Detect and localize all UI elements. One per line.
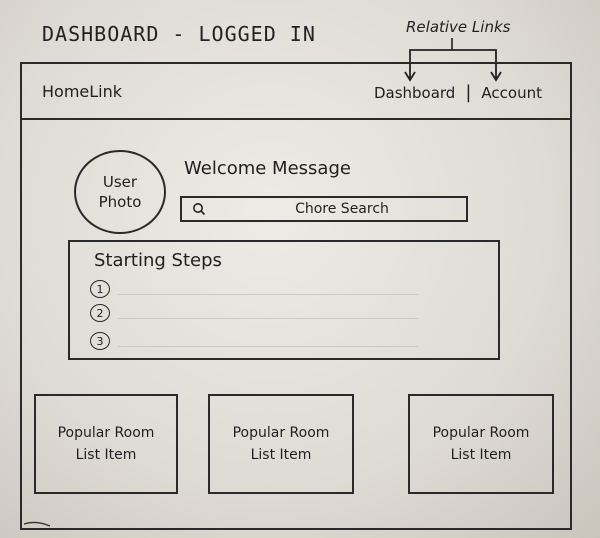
popular-room-card[interactable]: Popular Room List Item	[34, 394, 178, 494]
popular-room-card[interactable]: Popular Room List Item	[208, 394, 354, 494]
pen-stroke	[24, 521, 50, 527]
brand-logo[interactable]: HomeLink	[42, 82, 123, 101]
search-placeholder: Chore Search	[295, 201, 389, 217]
annotation-label: Relative Links	[406, 18, 511, 36]
nav-separator: |	[465, 82, 472, 103]
step-3-badge: 3	[90, 332, 110, 350]
popular-room-card[interactable]: Popular Room List Item	[408, 394, 554, 494]
search-icon	[193, 203, 206, 216]
step-1-line[interactable]	[118, 274, 418, 295]
nav-links: Dashboard | Account	[374, 82, 542, 103]
nav-link-account[interactable]: Account	[481, 83, 542, 102]
step-3-line[interactable]	[118, 326, 418, 347]
nav-link-dashboard[interactable]: Dashboard	[373, 83, 456, 102]
step-2-badge: 2	[90, 304, 110, 322]
annotation-arrows	[404, 38, 502, 82]
step-2-line[interactable]	[118, 298, 418, 319]
avatar[interactable]: User Photo	[74, 150, 166, 234]
sketch-title: DASHBOARD - LOGGED IN	[42, 22, 316, 46]
browser-frame	[20, 62, 572, 530]
welcome-message: Welcome Message	[184, 158, 351, 179]
navbar: HomeLink Dashboard | Account	[20, 62, 572, 120]
chore-search-input[interactable]: Chore Search	[180, 196, 468, 222]
step-1-badge: 1	[90, 280, 110, 298]
starting-steps-title: Starting Steps	[94, 250, 222, 271]
starting-steps-panel: Starting Steps 1 2 3	[68, 240, 500, 360]
